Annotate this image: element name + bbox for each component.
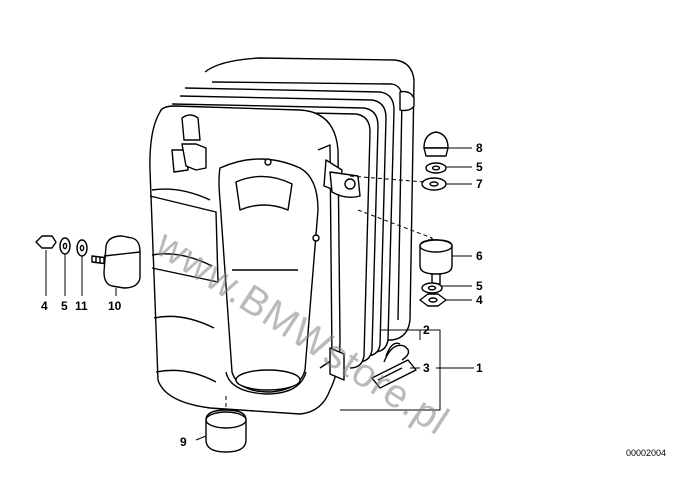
retaining-clip bbox=[371, 342, 417, 389]
washer-c bbox=[421, 282, 443, 294]
rubber-foot bbox=[205, 409, 247, 453]
leader-lines bbox=[45, 147, 474, 441]
front-housing bbox=[149, 105, 345, 415]
callout-1: 1 bbox=[476, 361, 483, 375]
assembly-lines bbox=[225, 175, 433, 410]
diagram-code: 00002004 bbox=[625, 448, 666, 458]
mount-bracket bbox=[329, 171, 436, 252]
washer-left-1 bbox=[59, 237, 71, 255]
callout-5-lower: 5 bbox=[476, 279, 483, 293]
nut-left bbox=[35, 235, 57, 249]
hex-nut bbox=[419, 293, 447, 307]
washer-left-2 bbox=[76, 239, 88, 257]
callout-3: 3 bbox=[423, 361, 430, 375]
callout-5-left: 5 bbox=[61, 299, 68, 313]
washer-b bbox=[421, 177, 447, 191]
callout-6: 6 bbox=[476, 249, 483, 263]
callout-10: 10 bbox=[108, 299, 122, 313]
callout-4-left: 4 bbox=[41, 299, 48, 313]
callout-7: 7 bbox=[476, 177, 483, 191]
callout-8: 8 bbox=[476, 141, 483, 155]
rubber-block bbox=[103, 235, 141, 289]
rubber-mount bbox=[419, 239, 453, 285]
callout-4-right: 4 bbox=[476, 293, 483, 307]
callout-11: 11 bbox=[75, 299, 88, 313]
callout-5-upper: 5 bbox=[476, 160, 483, 174]
nut-cap bbox=[423, 131, 449, 157]
callout-2: 2 bbox=[423, 323, 430, 337]
callout-9: 9 bbox=[180, 435, 187, 449]
washer-a bbox=[425, 162, 447, 174]
